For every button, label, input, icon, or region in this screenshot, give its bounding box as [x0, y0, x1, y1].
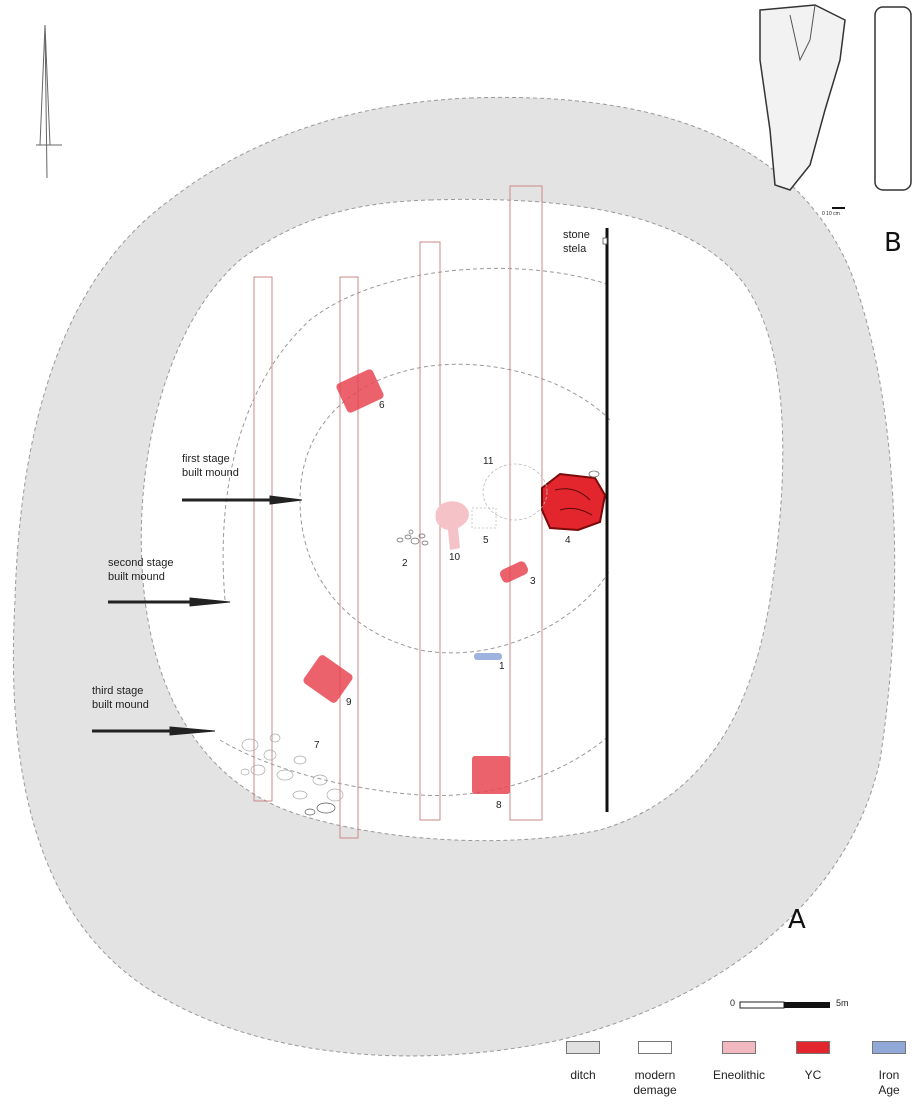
legend-swatch-yc — [796, 1041, 830, 1054]
feature-number-10: 10 — [449, 552, 461, 563]
feature-4 — [541, 472, 607, 532]
feature-8 — [472, 756, 510, 794]
arrow-first-stage — [182, 495, 303, 505]
feature-number-1: 1 — [499, 661, 505, 672]
second-stage-label: second stage built mound — [108, 557, 174, 583]
feature-11 — [482, 463, 548, 521]
feature-7 — [240, 733, 344, 816]
scale-end: 5m — [836, 998, 849, 1008]
stela-drawing — [759, 4, 912, 209]
feature-2 — [396, 529, 429, 546]
feature-5 — [471, 507, 497, 529]
legend-swatch-modern-damage — [638, 1041, 672, 1054]
third-stage-label: third stage built mound — [92, 685, 149, 711]
feature-number-2: 2 — [402, 558, 408, 569]
feature-number-6: 6 — [379, 400, 385, 411]
ditch-ring — [12, 96, 896, 1057]
scale-bar — [739, 1001, 830, 1009]
panel-label-b: B — [884, 228, 902, 258]
arrow-second-stage — [108, 597, 231, 607]
feature-number-3: 3 — [530, 576, 536, 587]
arrow-third-stage — [92, 726, 216, 736]
scale-start: 0 — [730, 998, 736, 1008]
feature-number-5: 5 — [483, 535, 489, 546]
legend-label-yc: YC — [804, 1068, 822, 1082]
feature-10 — [435, 501, 469, 550]
panel-label-a: A — [788, 905, 806, 935]
trench-3 — [419, 241, 441, 821]
feature-number-7: 7 — [314, 740, 320, 751]
inset-scale-text: 0 10 cm — [822, 211, 840, 217]
feature-9 — [303, 655, 353, 703]
north-arrow-icon — [36, 24, 62, 179]
feature-1 — [474, 653, 502, 660]
feature-number-11: 11 — [483, 456, 494, 467]
feature-3 — [499, 561, 529, 583]
first-stage-label: first stage built mound — [182, 453, 239, 479]
stone-stela-label: stone stela — [563, 229, 590, 255]
legend-label-ditch: ditch — [570, 1068, 596, 1082]
legend-swatch-iron-age — [872, 1041, 906, 1054]
legend-label-eneolithic: Eneolithic — [712, 1068, 766, 1082]
feature-number-8: 8 — [496, 800, 502, 811]
legend-swatch-ditch — [566, 1041, 600, 1054]
trench-4 — [509, 185, 543, 821]
feature-6 — [336, 369, 384, 413]
trench-1 — [253, 276, 273, 802]
trench-2 — [339, 276, 359, 839]
feature-number-4: 4 — [565, 535, 571, 546]
legend-swatch-eneolithic — [722, 1041, 756, 1054]
legend-label-iron-age: Iron Age — [878, 1068, 900, 1097]
legend-label-modern-damage: modern demage — [633, 1068, 677, 1097]
second-stage-boundary — [222, 267, 611, 601]
stela-marker — [602, 237, 608, 245]
third-stage-boundary — [219, 734, 611, 797]
feature-number-9: 9 — [346, 697, 352, 708]
